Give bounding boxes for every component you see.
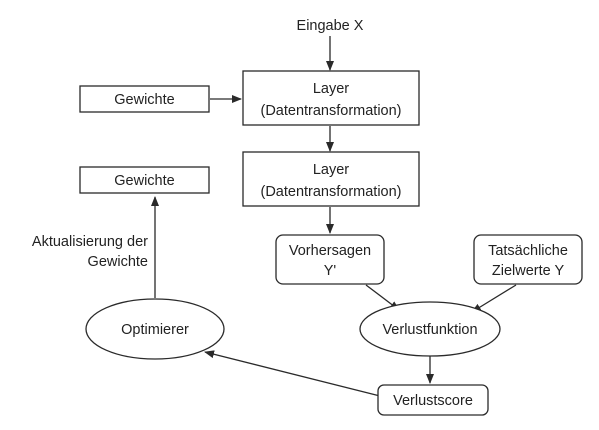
optimizer-label: Optimierer xyxy=(121,322,189,338)
layer-box-2-subtitle: (Datentransformation) xyxy=(260,184,401,200)
arrow-score-to-optimizer xyxy=(204,350,381,397)
weight-update-label-line2: Gewichte xyxy=(88,254,148,270)
predictions-symbol: Y' xyxy=(324,263,337,279)
weight-update-label-line1: Aktualisierung der xyxy=(32,234,148,250)
true-targets-box: Tatsächliche Zielwerte Y xyxy=(473,234,583,285)
layer-box-1-title: Layer xyxy=(313,81,349,97)
loss-score-label: Verlustscore xyxy=(393,393,473,409)
weights-box-2: Gewichte xyxy=(79,166,210,194)
weights-box-2-label: Gewichte xyxy=(114,173,174,189)
weights-box-1: Gewichte xyxy=(79,85,210,113)
loss-function-label: Verlustfunktion xyxy=(382,322,477,338)
layer-box-1: Layer (Datentransformation) xyxy=(242,70,420,126)
layer-box-1-subtitle: (Datentransformation) xyxy=(260,103,401,119)
true-targets-label: Tatsächliche xyxy=(488,243,568,259)
predictions-label: Vorhersagen xyxy=(289,243,371,259)
edges xyxy=(151,36,517,397)
loss-score-box: Verlustscore xyxy=(377,384,489,416)
layer-box-2: Layer (Datentransformation) xyxy=(242,151,420,207)
loss-function-node: Verlustfunktion xyxy=(359,301,501,357)
input-label: Eingabe X xyxy=(297,18,364,34)
true-targets-symbol: Zielwerte Y xyxy=(492,263,565,279)
layer-box-2-title: Layer xyxy=(313,162,349,178)
arrow-targets-to-loss xyxy=(471,284,517,313)
predictions-box: Vorhersagen Y' xyxy=(275,234,385,285)
weights-box-1-label: Gewichte xyxy=(114,92,174,108)
optimizer-node: Optimierer xyxy=(85,298,225,360)
